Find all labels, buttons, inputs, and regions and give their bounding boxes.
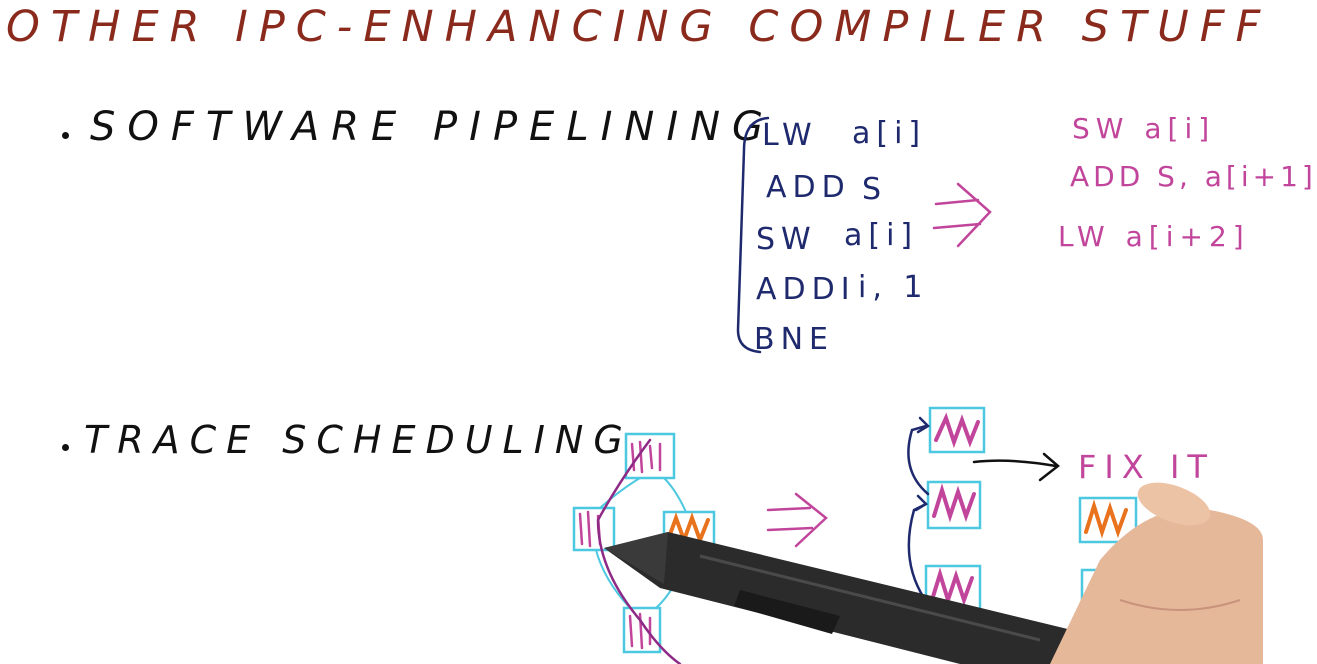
bullet-dot-trace-scheduling: [62, 444, 69, 451]
loop-op: SW: [756, 222, 817, 257]
scheduled-trace-graph: [907, 406, 986, 614]
scheduled-block-1: [928, 406, 986, 454]
loop-op: LW: [762, 118, 818, 153]
presenter-hand: [1050, 482, 1263, 664]
loop-arg: a[i]: [852, 116, 927, 151]
loop-op: ADDI: [756, 272, 856, 307]
loop-arg: S: [862, 172, 888, 207]
fix-it-label: FIX IT: [1078, 448, 1215, 486]
fix-it-arrow: [972, 452, 1060, 482]
scheduled-block-2: [926, 480, 982, 530]
pipelined-line: SW a[i]: [1072, 112, 1216, 145]
trace-block-left: [572, 506, 616, 552]
pipelined-line: LW a[i+2]: [1058, 220, 1250, 253]
implies-arrow-pipelining: [932, 182, 992, 248]
loop-brace: [736, 116, 770, 354]
loop-arg: i, 1: [858, 270, 929, 305]
implies-arrow-trace: [766, 492, 828, 548]
drawing-layer: [572, 116, 1263, 664]
fix-block-orange: [1078, 496, 1138, 544]
bullet-software-pipelining: SOFTWARE PIPELINING: [90, 104, 776, 150]
pipelined-line: ADD S, a[i+1]: [1070, 160, 1317, 193]
loop-op: BNE: [754, 322, 834, 357]
bullet-trace-scheduling: TRACE SCHEDULING: [84, 418, 633, 462]
bullet-dot-software-pipelining: [62, 132, 69, 139]
trace-block-top: [624, 432, 676, 480]
stylus-pen: [604, 532, 1080, 664]
whiteboard: OTHER IPC-ENHANCING COMPILER STUFF SOFTW…: [6, 2, 1313, 664]
loop-op: ADD: [766, 170, 851, 205]
slide-title: OTHER IPC-ENHANCING COMPILER STUFF: [6, 2, 1272, 52]
trace-block-bottom: [622, 606, 662, 654]
loop-arg: a[i]: [844, 218, 919, 253]
